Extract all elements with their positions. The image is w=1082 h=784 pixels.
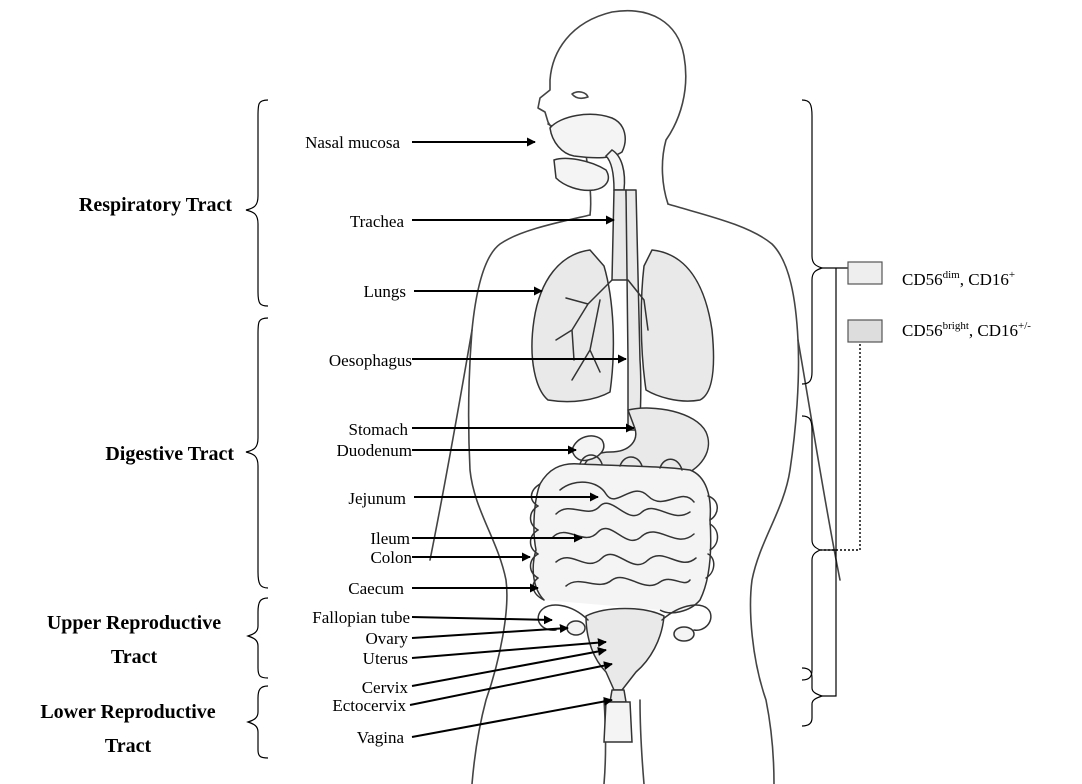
legend-swatch-cd56-bright [848,320,882,342]
organ-label-oesophagus: Oesophagus [329,351,412,370]
legend-cd56-dim-sup1: dim [943,269,961,281]
legend-label-cd56-bright: CD56bright, CD16+/- [902,320,1031,340]
legend-cd56-bright-sup1: bright [943,320,969,332]
group-label-digestive: Digestive Tract [105,443,234,465]
oesophagus-shape [626,190,641,430]
organ-label-trachea: Trachea [350,212,405,231]
organ-label-ovary: Ovary [366,629,409,648]
legend-cd56-dim-mid: , CD16 [960,270,1009,289]
group-label-upper-repro-line2: Tract [111,646,158,668]
group-label-lower-repro-line2: Tract [105,735,152,757]
right-brace-lower [802,668,822,726]
organ-label-ileum: Ileum [370,529,410,548]
group-label-respiratory: Respiratory Tract [79,194,232,216]
legend-cd56-bright-base: CD56 [902,321,943,340]
ovary-right [674,627,694,641]
organ-label-nasal-mucosa: Nasal mucosa [305,133,400,152]
arm-right [798,340,840,580]
body-illustration [430,11,840,784]
organ-label-lungs: Lungs [364,282,407,301]
organ-label-duodenum: Duodenum [336,441,412,460]
organ-label-colon: Colon [370,548,412,567]
leg-inner-right [640,700,644,784]
arrow-ectocervix [410,664,612,705]
dotted-connector [820,338,860,550]
organ-label-cervix: Cervix [362,678,409,697]
ovary-left [567,621,585,635]
legend: CD56dim, CD16+ CD56bright, CD16+/- [848,262,1031,342]
legend-label-cd56-dim: CD56dim, CD16+ [902,269,1015,289]
brace-lower-repro [248,686,268,758]
organ-label-ectocervix: Ectocervix [332,696,406,715]
solid-connector [822,268,848,696]
pharynx [606,150,625,190]
cervix-shape [610,690,626,702]
uterus-shape [586,609,664,691]
legend-cd56-dim-sup2: + [1009,269,1015,281]
arm-left [430,330,472,560]
group-label-upper-repro-line1: Upper Reproductive [47,612,221,634]
oral-cavity [554,158,608,190]
organ-label-caecum: Caecum [348,579,404,598]
left-group-braces: Respiratory Tract Digestive Tract Upper … [40,100,268,758]
brace-respiratory [246,100,268,306]
arrow-fallopian-tube [412,617,552,620]
legend-cd56-bright-sup2: +/- [1018,320,1031,332]
vagina-shape [604,702,632,742]
group-label-lower-repro-line1: Lower Reproductive [40,701,215,723]
organ-label-jejunum: Jejunum [348,489,406,508]
brace-upper-repro [248,598,268,678]
arrow-ovary [412,628,568,638]
organ-label-vagina: Vagina [357,728,405,747]
legend-cd56-bright-mid: , CD16 [969,321,1018,340]
organ-label-uterus: Uterus [363,649,408,668]
right-brace-upper [802,100,822,384]
legend-cd56-dim-base: CD56 [902,270,943,289]
organ-label-stomach: Stomach [349,420,409,439]
arrow-vagina [412,700,612,737]
right-lung-shape [641,250,713,401]
brace-digestive [246,318,268,588]
organ-label-fallopian-tube: Fallopian tube [312,608,410,627]
face-eye [572,92,588,98]
legend-swatch-cd56-dim [848,262,882,284]
